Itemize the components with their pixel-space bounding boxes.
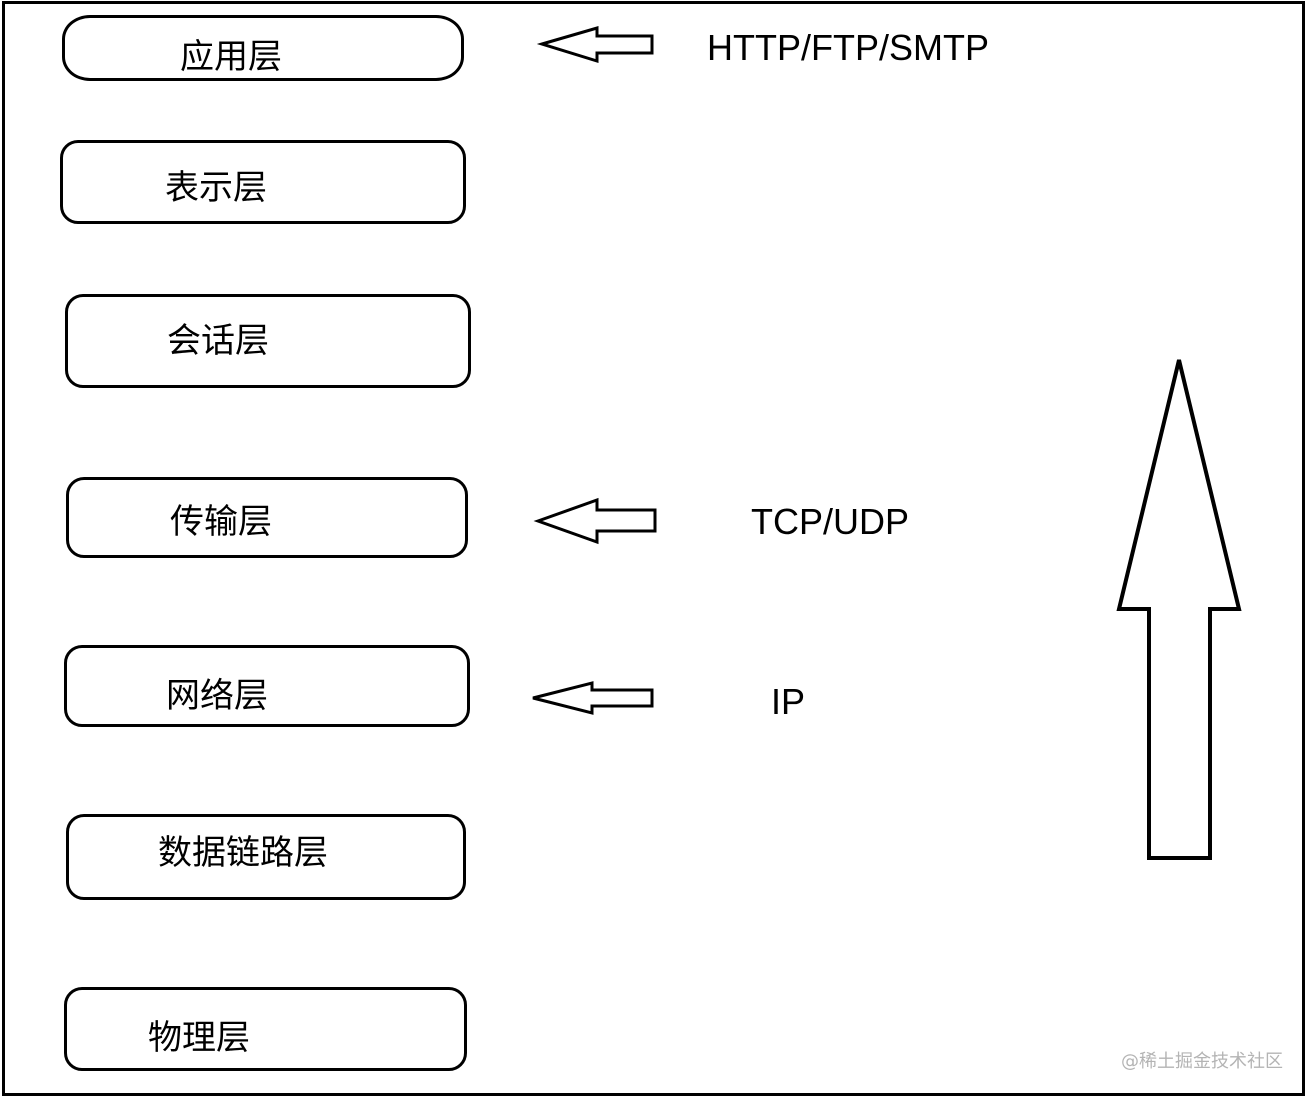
layer-label-data-link: 数据链路层 <box>158 833 328 873</box>
layer-box-physical <box>64 987 467 1071</box>
layer-box-data-link <box>66 814 466 900</box>
layer-label-network: 网络层 <box>166 676 268 716</box>
layer-label-session: 会话层 <box>167 321 269 361</box>
layer-box-network <box>64 645 470 727</box>
layer-box-transport <box>66 477 468 558</box>
layer-label-application: 应用层 <box>180 37 282 77</box>
layer-label-physical: 物理层 <box>148 1018 250 1058</box>
protocol-label-application: HTTP/FTP/SMTP <box>707 27 989 68</box>
layer-label-presentation: 表示层 <box>165 168 267 208</box>
protocol-label-network: IP <box>771 681 806 722</box>
layer-box-session <box>65 294 471 388</box>
watermark-text: @稀土掘金技术社区 <box>1121 1051 1283 1072</box>
protocol-label-transport: TCP/UDP <box>751 501 910 542</box>
layer-box-application <box>62 15 464 81</box>
layer-label-transport: 传输层 <box>170 502 272 542</box>
layer-box-presentation <box>60 140 466 224</box>
